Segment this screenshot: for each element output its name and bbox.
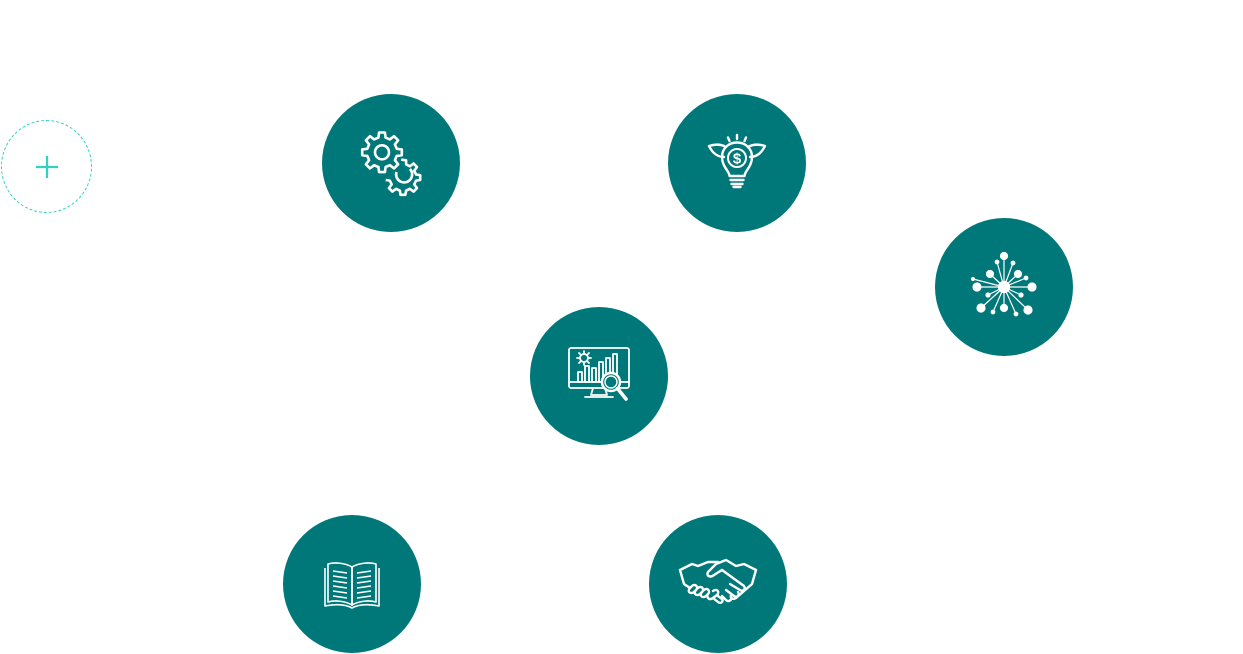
node-book[interactable]	[283, 515, 421, 653]
network-burst-icon	[970, 251, 1037, 317]
node-handshake[interactable]	[649, 515, 787, 653]
node-gears[interactable]	[322, 94, 460, 232]
add-node-button[interactable]	[1, 120, 92, 213]
svg-text:$: $	[733, 151, 742, 168]
plus-icon	[35, 155, 58, 178]
open-book-icon	[324, 562, 380, 609]
node-money-idea[interactable]: $	[668, 94, 806, 232]
node-network[interactable]	[935, 218, 1073, 356]
money-lightbulb-icon: $	[707, 133, 767, 189]
gears-icon	[360, 131, 422, 197]
node-analytics[interactable]	[530, 307, 668, 445]
analytics-monitor-icon	[568, 347, 630, 401]
handshake-icon	[678, 558, 758, 604]
